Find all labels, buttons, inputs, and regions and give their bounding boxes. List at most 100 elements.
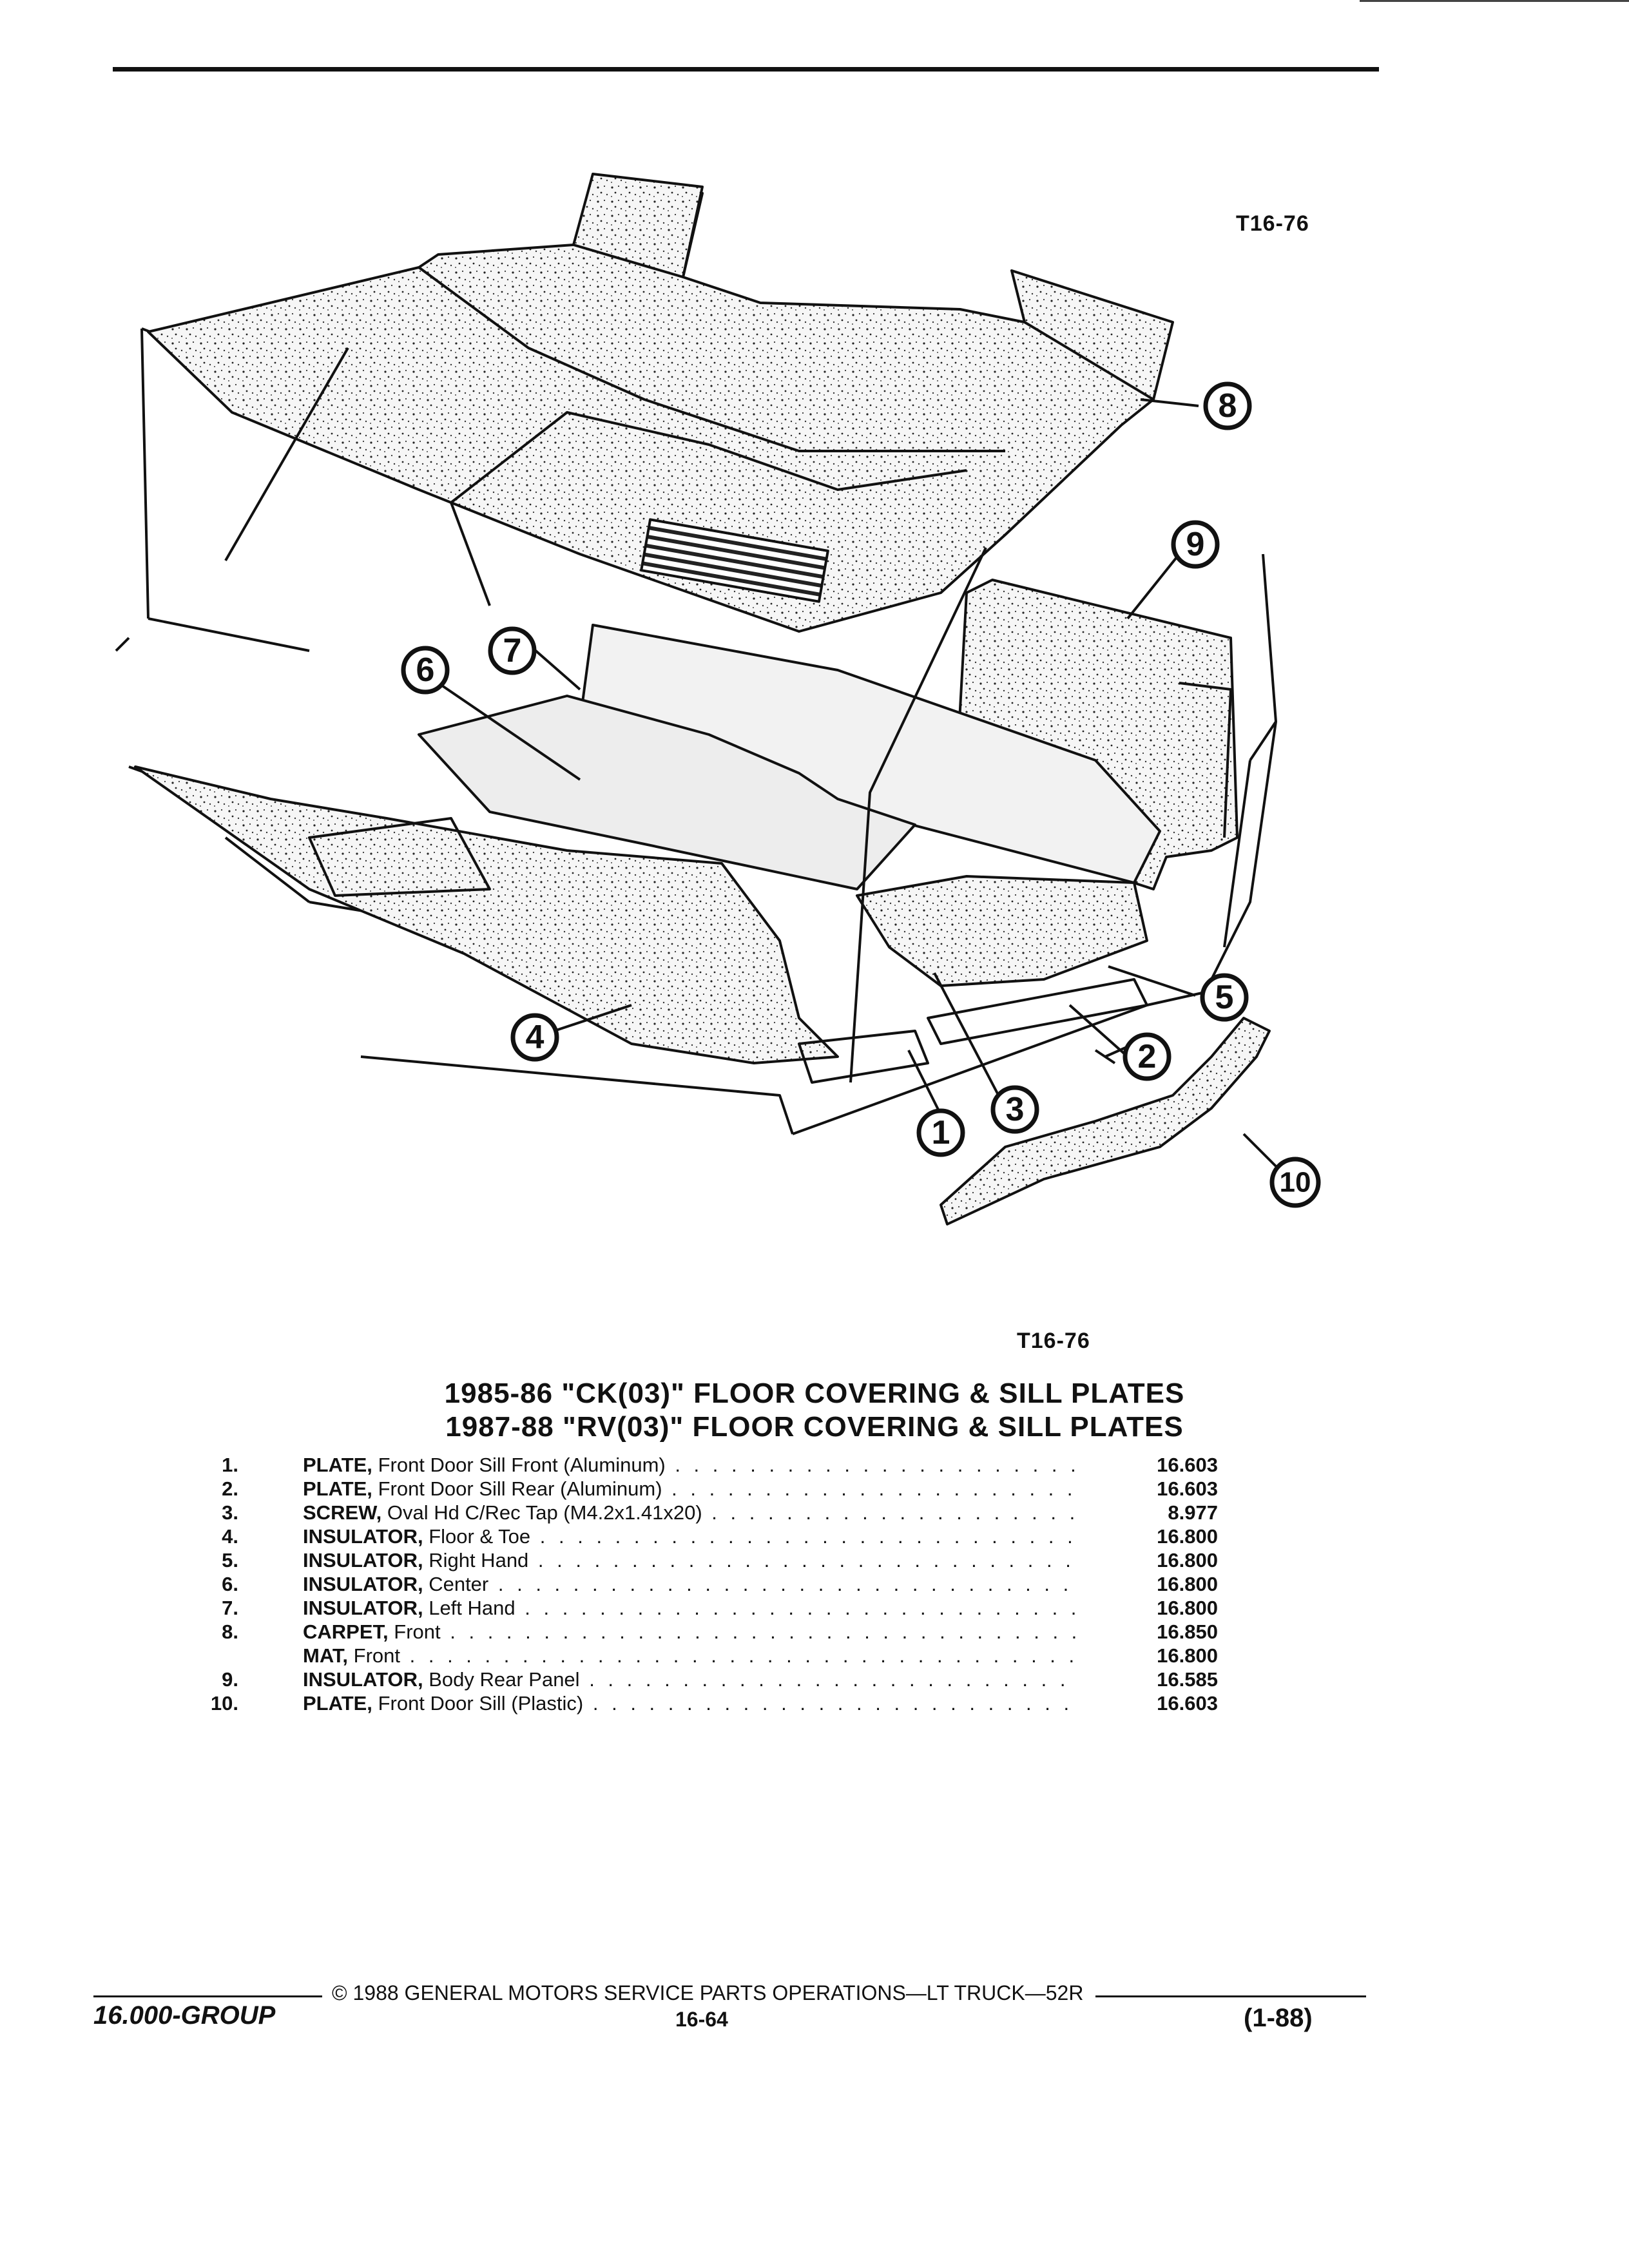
leader-dots: . . . . . . . . . . . . . . . . . . . . …	[537, 1549, 1076, 1571]
part-name: MAT,	[303, 1644, 349, 1667]
svg-text:10: 10	[1280, 1167, 1311, 1198]
part-number: 10.	[210, 1692, 238, 1715]
callout-4: 4	[510, 1013, 559, 1062]
floor-covering-illustration: 1 2 3 4 5 6 7 8 9 10	[115, 173, 1321, 1225]
part-description: Right Hand	[429, 1549, 529, 1571]
antenna-wire	[224, 347, 987, 1083]
part-number: 9.	[222, 1668, 238, 1691]
part-number: 8.	[222, 1620, 238, 1643]
footer-page: 16-64	[675, 2008, 728, 2031]
part-name: PLATE,	[303, 1454, 372, 1476]
part-description: Body Rear Panel	[429, 1668, 580, 1691]
svg-text:8: 8	[1219, 387, 1237, 425]
carpet-flap-left	[572, 173, 704, 278]
parts-row: 3.SCREW, Oval Hd C/Rec Tap (M4.2x1.41x20…	[193, 1501, 1224, 1524]
parts-row: 8.CARPET, Front . . . . . . . . . . . . …	[193, 1620, 1224, 1644]
carpet-tunnel	[418, 266, 1005, 504]
parts-row: 7.INSULATOR, Left Hand . . . . . . . . .…	[193, 1596, 1224, 1620]
part-number: 4.	[222, 1525, 238, 1548]
part-description: Center	[429, 1573, 489, 1595]
part-group-number: 16.603	[1157, 1477, 1218, 1500]
leader-6	[437, 682, 581, 781]
part-name: INSULATOR,	[303, 1573, 423, 1595]
sill-plate-front	[798, 1030, 929, 1084]
callout-5: 5	[1200, 973, 1249, 1022]
part-group-number: 16.800	[1157, 1549, 1218, 1571]
parts-row: MAT, Front . . . . . . . . . . . . . . .…	[193, 1644, 1224, 1667]
parts-list: 1. PLATE, Front Door Sill Front (Aluminum…	[193, 1453, 1224, 1715]
callouts: 1 2 3 4 5 6 7 8 9 10	[401, 381, 1321, 1208]
footer-date: (1-88)	[1244, 2004, 1313, 2032]
rear-panel-flange	[1179, 682, 1232, 838]
leader-4	[554, 1004, 632, 1032]
part-group-number: 16.585	[1157, 1668, 1218, 1691]
callout-7: 7	[488, 626, 537, 675]
leader-8	[1140, 398, 1199, 407]
part-description: Front	[353, 1644, 401, 1667]
part-group-number: 16.603	[1157, 1454, 1218, 1476]
leader-dots: . . . . . . . . . . . . . . . . . . . . …	[497, 1573, 1076, 1595]
parts-row: 9.INSULATOR, Body Rear Panel . . . . . .…	[193, 1667, 1224, 1691]
part-group-number: 16.800	[1157, 1525, 1218, 1548]
leader-10	[1242, 1133, 1277, 1168]
part-description: Front Door Sill Rear (Aluminum)	[378, 1477, 662, 1500]
part-name: INSULATOR,	[303, 1597, 423, 1619]
part-group-number: 8.977	[1168, 1501, 1218, 1524]
parts-row: 2. PLATE, Front Door Sill Rear (Aluminum)…	[193, 1477, 1224, 1501]
part-number: 3.	[222, 1501, 238, 1524]
part-group-number: 16.850	[1157, 1620, 1218, 1643]
part-description: Floor & Toe	[429, 1525, 531, 1548]
part-description: Oval Hd C/Rec Tap (M4.2x1.41x20)	[387, 1501, 702, 1524]
leader-2	[1068, 1004, 1129, 1058]
part-name: PLATE,	[303, 1477, 372, 1500]
part-group-number: 16.800	[1157, 1573, 1218, 1595]
callout-3: 3	[990, 1085, 1039, 1134]
part-name: INSULATOR,	[303, 1668, 423, 1691]
sill-plate-rear	[927, 978, 1148, 1045]
leader-dots: . . . . . . . . . . . . . . . . . . . . …	[675, 1454, 1076, 1476]
carpet-grille	[640, 518, 829, 603]
carpet-flap-right	[1010, 269, 1174, 401]
callout-2: 2	[1123, 1032, 1171, 1081]
svg-text:6: 6	[416, 651, 435, 689]
callout-8: 8	[1203, 381, 1252, 430]
parts-row: 6.INSULATOR, Center . . . . . . . . . . …	[193, 1572, 1224, 1596]
footer-rule-left	[93, 1995, 322, 1997]
leader-dots: . . . . . . . . . . . . . . . . . . . . …	[409, 1644, 1076, 1667]
svg-text:9: 9	[1186, 526, 1205, 563]
leader-dots: . . . . . . . . . . . . . . . . . . . . …	[711, 1501, 1076, 1524]
svg-text:4: 4	[526, 1019, 545, 1056]
floor-toe-hump	[308, 817, 491, 897]
parts-row: 1. PLATE, Front Door Sill Front (Aluminum…	[193, 1453, 1224, 1477]
footer-copyright: © 1988 GENERAL MOTORS SERVICE PARTS OPER…	[332, 1981, 1084, 2004]
part-number: 2.	[222, 1477, 238, 1500]
leader-dots: . . . . . . . . . . . . . . . . . . . . …	[539, 1525, 1076, 1548]
callout-10: 10	[1269, 1157, 1321, 1208]
sill-plate-plastic	[940, 1017, 1271, 1225]
parts-row: 5.INSULATOR, Right Hand . . . . . . . . …	[193, 1548, 1224, 1572]
part-name: INSULATOR,	[303, 1549, 423, 1571]
part-name: INSULATOR,	[303, 1525, 423, 1548]
insulator-right-hand	[856, 875, 1148, 987]
callout-1: 1	[916, 1108, 965, 1157]
part-name: CARPET,	[303, 1620, 389, 1643]
part-description: Front Door Sill (Plastic)	[378, 1692, 584, 1715]
part-number: 7.	[222, 1597, 238, 1619]
leader-7	[527, 643, 581, 691]
part-description: Front	[394, 1620, 441, 1643]
svg-text:3: 3	[1006, 1091, 1025, 1128]
leader-9	[1126, 553, 1181, 620]
svg-text:1: 1	[932, 1114, 950, 1151]
leader-dots: . . . . . . . . . . . . . . . . . . . . …	[525, 1597, 1076, 1619]
svg-text:7: 7	[503, 632, 522, 669]
parts-row: 4. INSULATOR, Floor & Toe . . . . . . . .…	[193, 1524, 1224, 1548]
part-number: 1.	[222, 1454, 238, 1476]
footer-group: 16.000-GROUP	[93, 2001, 276, 2030]
part-description: Front Door Sill Front (Aluminum)	[378, 1454, 666, 1476]
top-rule	[113, 67, 1379, 72]
part-name: PLATE,	[303, 1692, 372, 1715]
leader-5	[1108, 965, 1196, 997]
callout-6: 6	[401, 646, 450, 695]
parts-row: 10.PLATE, Front Door Sill (Plastic) . . …	[193, 1691, 1224, 1715]
callout-9: 9	[1171, 520, 1220, 569]
